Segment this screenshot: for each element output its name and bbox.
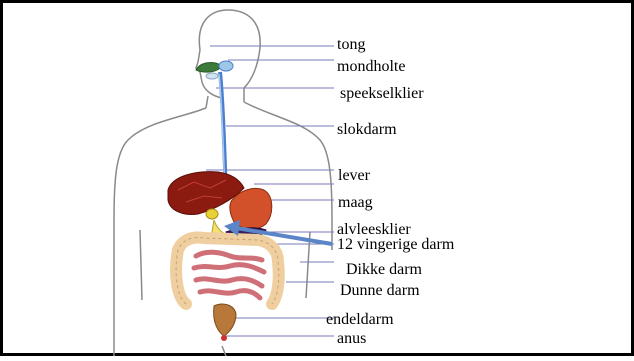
salivary-gland-shape: [219, 61, 233, 71]
label-stomach: maag: [338, 194, 373, 211]
label-duodenum: 12 vingerige darm: [337, 236, 455, 253]
label-tongue: tong: [337, 36, 365, 53]
label-anus: anus: [337, 330, 366, 347]
label-large-intestine: Dikke darm: [346, 261, 423, 278]
anus-shape: [221, 335, 227, 341]
mouth-cavity-shape: [206, 73, 218, 79]
label-esophagus: slokdarm: [337, 121, 397, 138]
label-liver: lever: [338, 167, 371, 184]
label-salivary-gland: speekselklier: [340, 85, 424, 102]
slide-frame: [2, 2, 633, 355]
gall-bladder-shape: [206, 209, 218, 219]
label-small-intestine: Dunne darm: [340, 282, 420, 299]
label-rectum: endeldarm: [326, 311, 394, 328]
label-mouth: mondholte: [337, 58, 405, 75]
